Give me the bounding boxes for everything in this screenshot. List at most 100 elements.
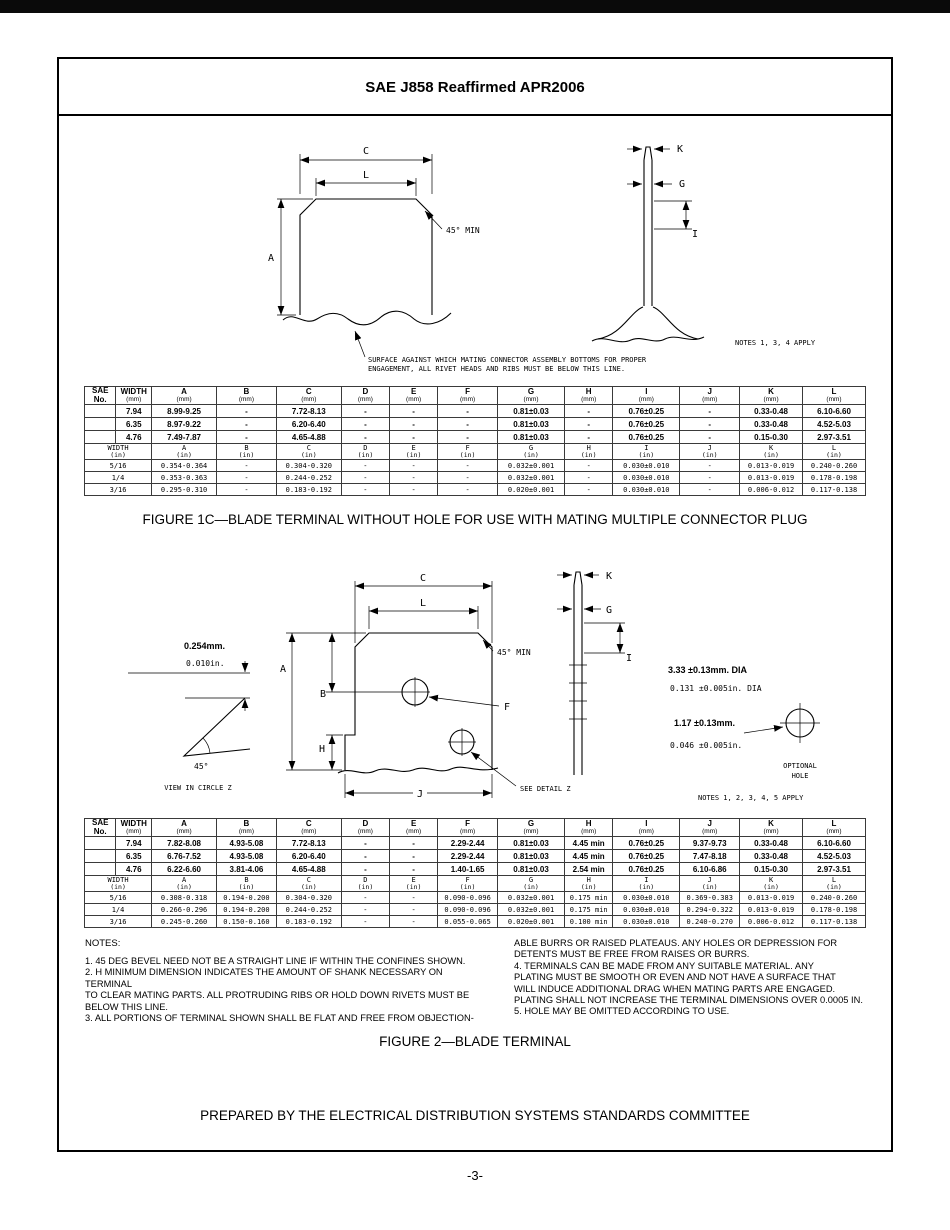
dim-label-i: I [626,653,632,664]
dim-label-a: A [280,664,286,675]
table-cell: 0.245-0.260 [151,915,218,928]
dim-label-f: F [504,702,510,713]
table-cell: 0.81±0.03 [496,849,566,863]
table-cell: 8.97-9.22 [151,417,218,431]
table-col-header: E(mm) [389,386,439,405]
table-cell: 0.183-0.192 [275,483,342,496]
table-cell: 4.52-5.03 [802,417,866,431]
table-cell: - [679,430,741,444]
table-cell: - [389,903,439,916]
table-col-header: G(mm) [496,386,566,405]
cell-text: (mm) [176,828,192,835]
table-cell: 0.030±0.010 [612,891,681,904]
table-cell: 6.10-6.60 [802,836,866,850]
table-cell: 2.97-3.51 [802,862,866,876]
table-cell: 0.15-0.30 [739,430,803,444]
cell-text: K [768,444,774,453]
cell-text: (in) [238,883,255,891]
table-col-header: K(in) [739,443,803,460]
cell-text: (in) [580,883,597,891]
table-cell: 0.244-0.252 [275,903,342,916]
table-col-header: F(in) [437,875,498,892]
table-cell: - [340,862,391,876]
table-cell: 4.65-4.88 [275,862,342,876]
cell-text: (in) [405,883,422,891]
dim-label-c: C [363,146,369,157]
cell-text: K [768,386,774,396]
table-col-header: WIDTH(in) [83,443,153,460]
surface-note-line1: SURFACE AGAINST WHICH MATING CONNECTOR A… [368,356,647,364]
table-cell: 0.76±0.25 [612,849,681,863]
table-cell: 3.81-4.06 [216,862,277,876]
table-cell: 2.29-2.44 [437,836,498,850]
table-cell: 0.76±0.25 [612,836,681,850]
cell-text: I [645,386,648,396]
cell-text: (mm) [176,396,192,403]
table-col-header: L(mm) [802,818,866,837]
table-cell: 0.006-0.012 [739,915,803,928]
dim-label-i: I [692,229,698,240]
table-cell: 4.93-5.08 [216,849,277,863]
table-cell: - [340,903,391,916]
table-cell: 0.020±0.001 [496,915,566,928]
table-cell: 4.76 [115,430,153,444]
page-number: -3- [467,1168,483,1183]
table-cell: 0.369-0.383 [679,891,741,904]
cell-text: (mm) [702,396,718,403]
table-cell: 0.304-0.320 [275,459,342,472]
offset-in-label: 0.010in. [186,659,225,668]
bevel-detail-view [128,661,251,757]
table-cell: - [437,404,498,418]
header-divider [57,114,893,116]
table-cell: 1/4 [83,903,153,916]
table-cell: 6.35 [115,849,153,863]
cell-text: No. [93,826,107,836]
table-cell: - [564,459,614,472]
cell-text: G [527,818,535,828]
cell-text: (in) [701,883,718,891]
table-cell: 0.150-0.160 [216,915,277,928]
table-col-header: G(in) [496,443,566,460]
table-cell: 0.81±0.03 [496,862,566,876]
table-col-header: H(mm) [564,386,614,405]
table-cell: 0.240-0.260 [802,891,866,904]
figure1-caption: FIGURE 1C—BLADE TERMINAL WITHOUT HOLE FO… [142,512,808,527]
cell-text: B [243,818,250,828]
cell-text: (in) [357,451,374,459]
cell-text: (in) [638,883,655,891]
table-cell: 0.76±0.25 [612,404,681,418]
table-cell: 0.032±0.001 [496,903,566,916]
cell-text: E [410,818,417,828]
table-cell: 2.54 min [564,862,614,876]
cell-text: F [465,386,471,396]
table-col-header: K(in) [739,875,803,892]
table-cell: 4.52-5.03 [802,849,866,863]
table-col-header: G(mm) [496,818,566,837]
dim-label-j: J [417,789,423,800]
cell-text: I [644,444,649,453]
cell-text: (mm) [301,396,317,403]
table-cell: 0.117-0.138 [802,915,866,928]
table-cell: 0.030±0.010 [612,471,681,484]
cell-text: A [181,818,187,828]
blade-front-view-outline [282,198,452,326]
dim-label-g: G [679,179,685,190]
notes-right-column: ABLE BURRS OR RAISED PLATEAUS. ANY HOLES… [514,938,863,1017]
table-col-header: J(in) [679,443,741,460]
table-col-header: D(in) [340,875,391,892]
cell-text: H [585,386,592,396]
table-cell: 0.266-0.296 [151,903,218,916]
cell-text: (mm) [357,396,373,403]
cell-text: C [306,876,311,885]
table-cell: 0.304-0.320 [275,891,342,904]
table-cell-empty [83,849,117,863]
table-cell: 0.194-0.200 [216,891,277,904]
table-cell: - [216,430,277,444]
cell-text: SAE [91,386,109,395]
cell-text: A [181,444,187,453]
table-cell: 0.76±0.25 [612,430,681,444]
